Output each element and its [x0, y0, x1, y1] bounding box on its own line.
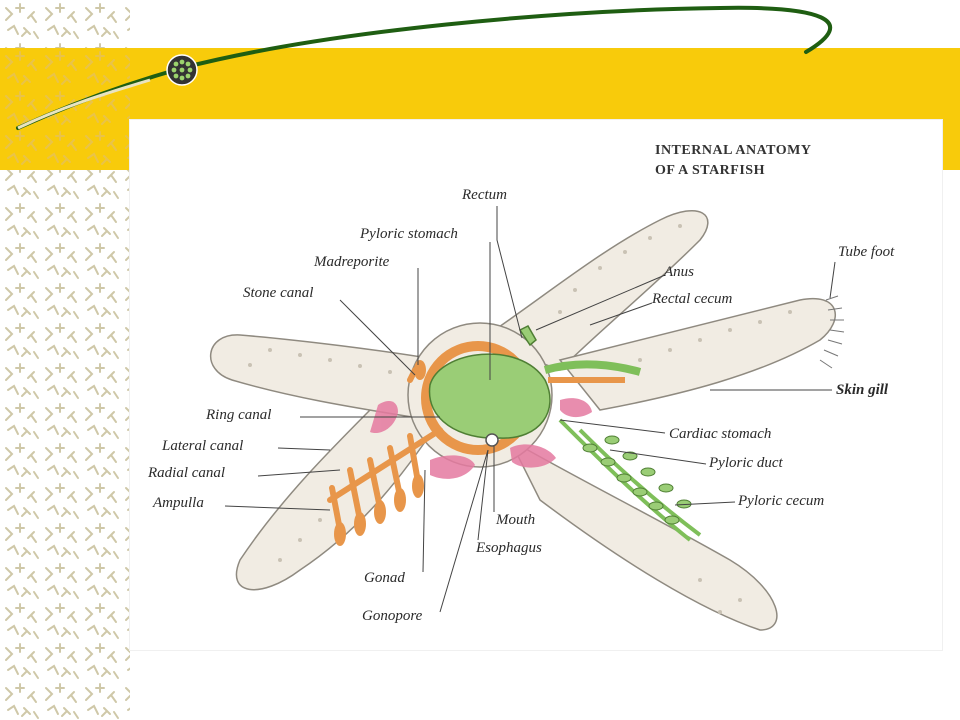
bullet-icon [166, 54, 198, 86]
label-rectal-cecum: Rectal cecum [652, 291, 733, 307]
label-pyloric-duct: Pyloric duct [709, 455, 783, 471]
mouth-opening [485, 433, 499, 447]
skin-texture [248, 224, 792, 614]
label-gonopore: Gonopore [362, 608, 423, 624]
label-mouth: Mouth [496, 512, 536, 528]
pyloric-ceca [558, 418, 702, 542]
label-cardiac-stomach: Cardiac stomach [669, 426, 772, 442]
label-lateral-canal: Lateral canal [162, 438, 244, 454]
ampullae [334, 360, 426, 546]
label-esophagus: Esophagus [476, 540, 542, 556]
label-madreporite: Madreporite [314, 254, 390, 270]
swoosh-line [16, 5, 832, 130]
label-pyloric-stomach: Pyloric stomach [360, 226, 458, 242]
gonad-shapes [370, 398, 592, 479]
digestive-system [428, 325, 642, 439]
leader-lines [224, 206, 836, 613]
label-ring-canal: Ring canal [206, 407, 272, 423]
label-skin-gill: Skin gill [836, 382, 889, 398]
label-rectum: Rectum [462, 187, 507, 203]
tube-feet-fringe [819, 295, 845, 369]
label-tube-foot: Tube foot [838, 244, 895, 260]
label-ampulla: Ampulla [153, 495, 204, 511]
label-stone-canal: Stone canal [243, 285, 314, 301]
label-radial-canal: Radial canal [148, 465, 226, 481]
label-pyloric-cecum: Pyloric cecum [738, 493, 825, 509]
label-gonad: Gonad [364, 570, 405, 586]
diagram-title-line1: INTERNAL ANATOMY [655, 143, 812, 158]
diagram-title-line2: OF A STARFISH [655, 163, 765, 178]
label-anus: Anus [664, 264, 694, 280]
